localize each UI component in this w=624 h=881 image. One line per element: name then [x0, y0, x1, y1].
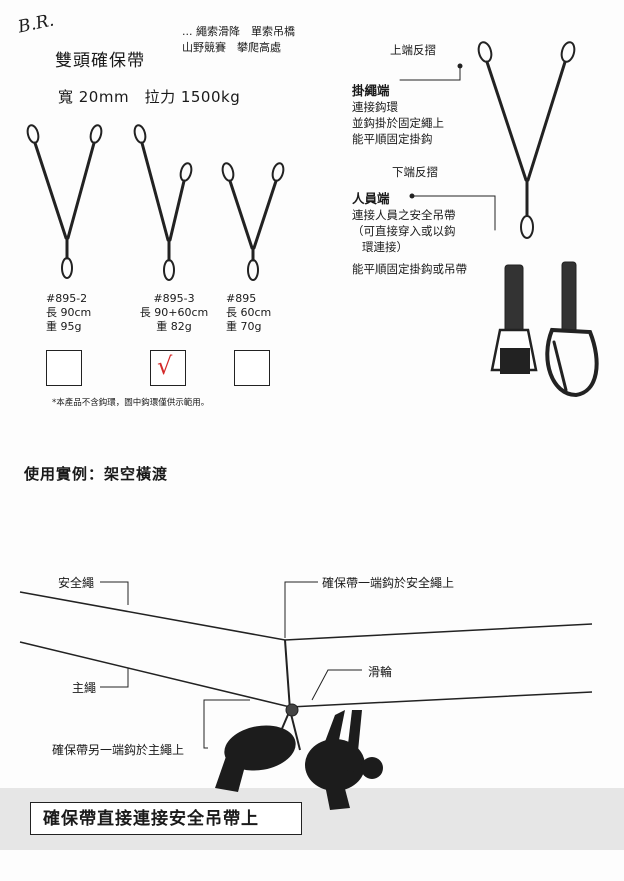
model-code: #895-3	[153, 292, 195, 305]
model-code: #895-2	[46, 292, 88, 305]
pulley-icon	[285, 703, 299, 717]
main-rope-label: 主繩	[72, 681, 97, 695]
hang-end-title: 掛繩端	[352, 83, 390, 98]
person-end-title: 人員端	[352, 191, 390, 206]
lanyard-895-2-drawing	[26, 124, 103, 279]
hang-end-block: 掛繩端 連接鈎環 並鈎掛於固定繩上 能平順固定掛鈎	[352, 80, 444, 147]
person-end-block: 人員端 連接人員之安全吊帶 （可直接穿入或以鈎 環連接） 能平順固定掛鈎或吊帶	[352, 188, 467, 277]
lanyard-895-drawing	[221, 162, 285, 281]
lanyard-illustrations	[26, 124, 285, 281]
carabiner-photo-drawing	[545, 261, 599, 398]
safety-rope-label: 安全繩	[58, 576, 95, 590]
main-rope-line	[19, 641, 593, 708]
person-silhouette	[215, 710, 383, 810]
check-mark-icon: √	[157, 352, 173, 380]
usage-section-title: 使用實例：架空橫渡	[24, 465, 169, 483]
checkbox-895-3[interactable]: √	[150, 350, 186, 386]
model-length: 長 60cm	[226, 306, 272, 319]
hook-to-main-label: 確保帶另一端鈎於主繩上	[52, 743, 185, 757]
hook-to-safety-label: 確保帶一端鈎於安全繩上	[322, 576, 455, 590]
checkbox-895[interactable]	[234, 350, 270, 386]
model-weight: 重 70g	[226, 320, 262, 333]
top-fold-label: 上端反摺	[390, 43, 436, 57]
checkbox-895-2[interactable]	[46, 350, 82, 386]
model-length: 長 90cm	[46, 306, 92, 319]
person-end-line2: （可直接穿入或以鈎	[352, 224, 456, 238]
activity-tags-line1: ... 繩索滑降 單索吊橋	[182, 25, 295, 38]
model-895-3: #895-3 長 90+60cm 重 82g	[138, 292, 210, 334]
model-length: 長 90+60cm	[139, 306, 209, 319]
model-weight: 重 82g	[156, 320, 192, 333]
hang-end-line2: 並鈎掛於固定繩上	[352, 116, 444, 130]
lanyard-895-3-drawing	[133, 124, 193, 281]
model-weight: 重 95g	[46, 320, 82, 333]
hang-end-line1: 連接鈎環	[352, 100, 398, 114]
brand-logo: B.R.	[16, 10, 56, 38]
product-spec: 寬 20mm 拉力 1500kg	[58, 88, 241, 106]
disclaimer-note: *本產品不含鈎環，圖中鈎環僅供示範用。	[52, 398, 210, 408]
safety-rope-line	[19, 591, 593, 641]
bottom-fold-label: 下端反摺	[392, 165, 438, 179]
hang-end-line3: 能平順固定掛鈎	[352, 132, 433, 146]
person-end-line4: 能平順固定掛鈎或吊帶	[352, 262, 467, 276]
pulley-label: 滑輪	[368, 665, 393, 679]
activity-tags: ... 繩索滑降 單索吊橋 山野競賽 攀爬高處	[182, 24, 295, 56]
right-panel-graphics	[399, 41, 599, 398]
page-title: 雙頭確保帶	[55, 51, 145, 71]
person-end-line3: 環連接）	[362, 240, 408, 254]
model-code: #895	[226, 292, 257, 305]
person-end-line1: 連接人員之安全吊帶	[352, 208, 456, 222]
usage-caption: 確保帶直接連接安全吊帶上	[30, 802, 302, 835]
webbing-loop-drawing	[490, 264, 538, 374]
model-895-2: #895-2 長 90cm 重 95g	[46, 292, 91, 334]
activity-tags-line2: 山野競賽 攀爬高處	[182, 41, 281, 54]
model-895: #895 長 60cm 重 70g	[226, 292, 271, 334]
lanyard-detail-drawing	[477, 41, 576, 239]
